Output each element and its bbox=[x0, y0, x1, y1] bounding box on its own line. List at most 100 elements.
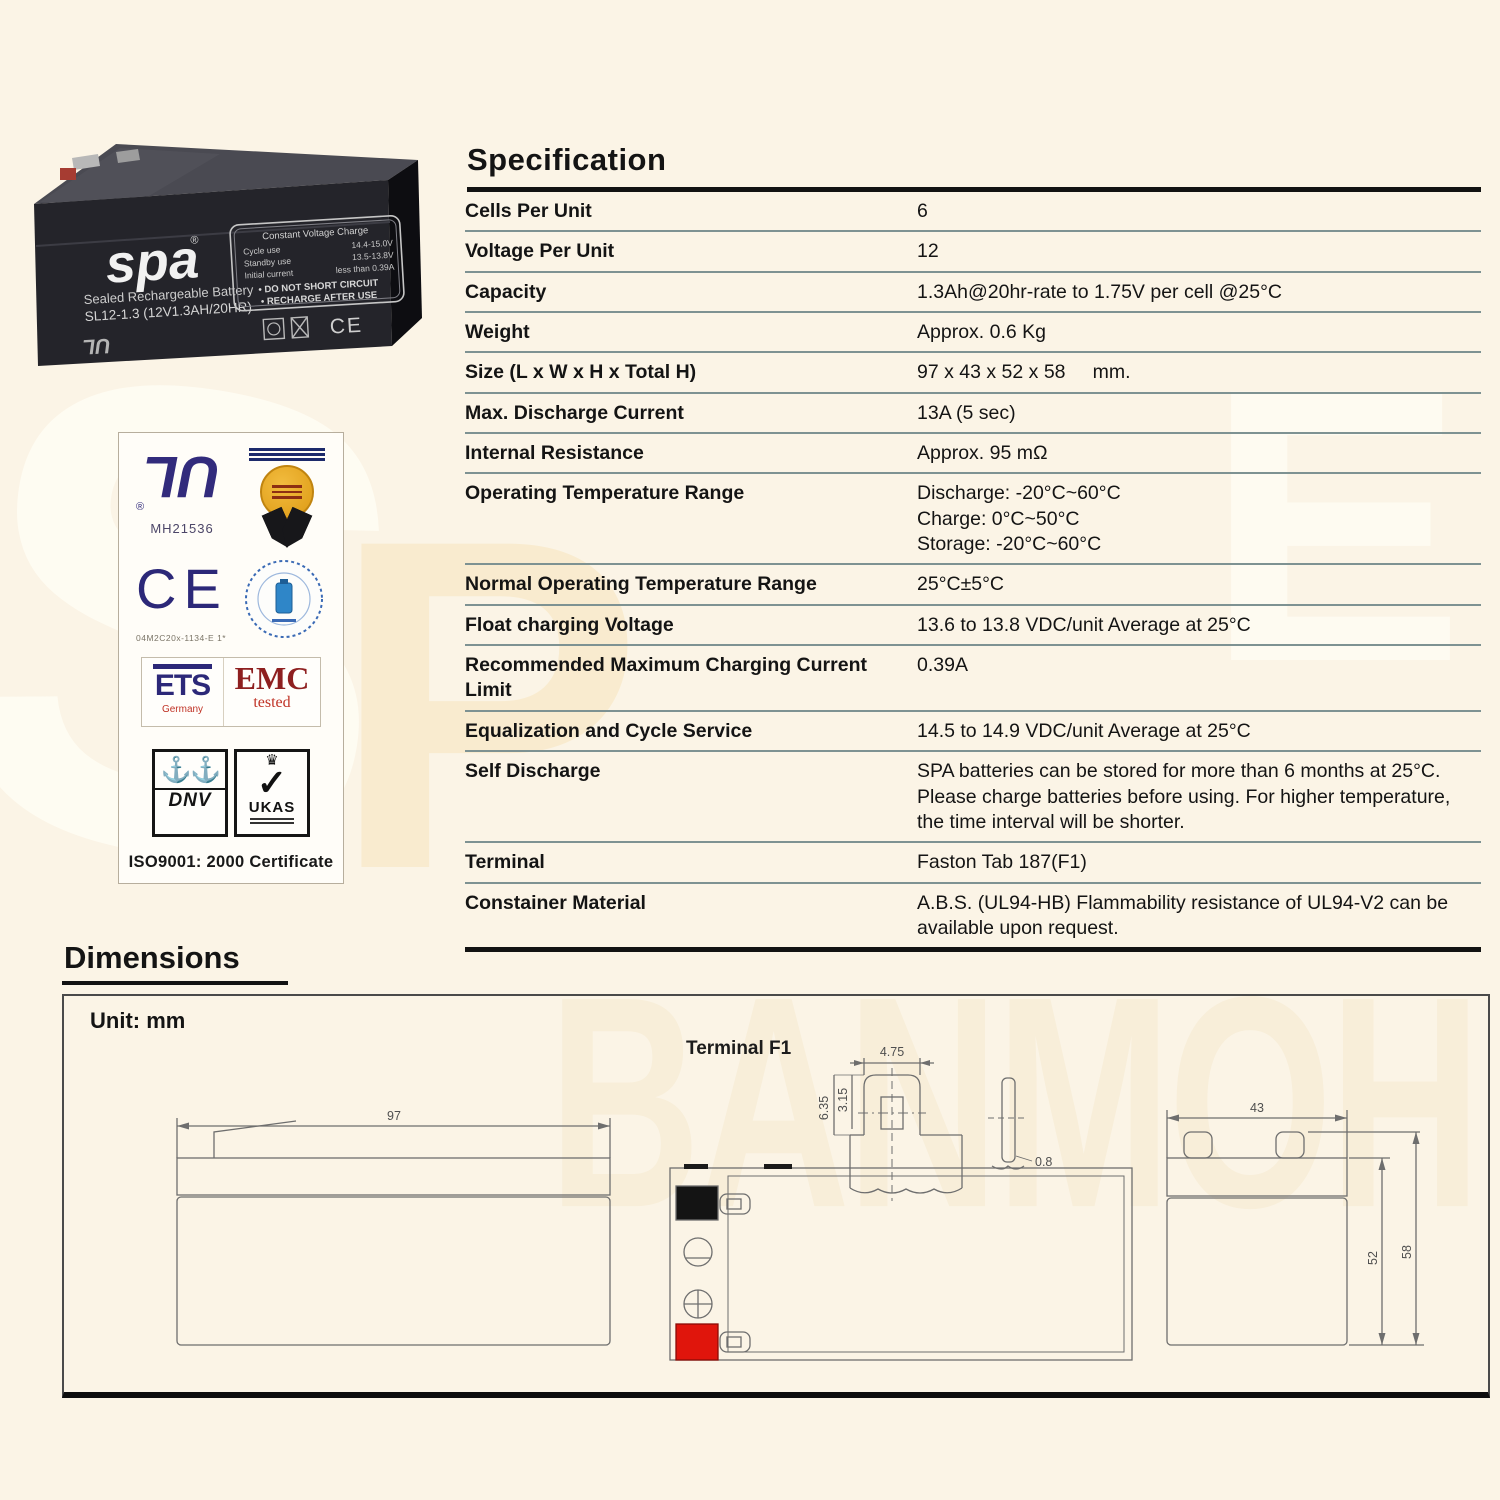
ets-country: Germany bbox=[161, 704, 204, 715]
side-terminal bbox=[1183, 1131, 1213, 1159]
label-row-key: Standby use bbox=[244, 256, 292, 269]
ukas-small-lines bbox=[250, 818, 294, 821]
dimensions-drawing: Terminal F1 97 43 52 58 4.75 6.35 3.15 0… bbox=[176, 1038, 1424, 1361]
dim-tab-height: 6.35 bbox=[817, 1096, 831, 1120]
battery-brand-logo: spa bbox=[104, 229, 200, 294]
spec-value: 14.5 to 14.9 VDC/unit Average at 25°C bbox=[917, 719, 1251, 742]
faston-tab-slot bbox=[726, 1336, 742, 1348]
arrow bbox=[854, 1060, 864, 1066]
dim-length: 97 bbox=[387, 1109, 401, 1123]
spec-label: Max. Discharge Current bbox=[465, 401, 684, 424]
spec-value: 0.39A bbox=[917, 654, 968, 677]
arrow bbox=[1378, 1333, 1386, 1345]
ul-mark-icon: UL bbox=[143, 444, 221, 509]
front-view-body bbox=[176, 1196, 611, 1346]
specification-table: Cells Per Unit 6 Voltage Per Unit 12 Cap… bbox=[465, 192, 1481, 953]
watermark-letter-p: P bbox=[330, 442, 644, 967]
arrow bbox=[1378, 1158, 1386, 1170]
unit-label: Unit: mm bbox=[90, 1008, 186, 1033]
vent-circle bbox=[683, 1237, 713, 1267]
spec-label: Self Discharge bbox=[465, 760, 601, 783]
watermark-letter-e: E bbox=[1205, 307, 1466, 743]
top-view-outline bbox=[669, 1167, 1133, 1361]
ukas-text: UKAS bbox=[248, 799, 296, 817]
spec-row-container-material: Constainer Material A.B.S. (UL94-HB) Fla… bbox=[465, 884, 1481, 953]
spec-label: Weight bbox=[465, 321, 530, 344]
battery-label-box bbox=[229, 214, 405, 312]
specification-title: Specification bbox=[467, 142, 1481, 192]
dimensions-box: Unit: mm bbox=[62, 994, 1490, 1398]
faston-tab-outline bbox=[719, 1331, 751, 1353]
spec-value: Approx. 95 mΩ bbox=[917, 442, 1048, 465]
terminal-side-outline bbox=[1001, 1077, 1016, 1163]
crossed-bin-icon bbox=[290, 316, 310, 339]
spec-value: 6 bbox=[917, 200, 928, 222]
spec-row-normal-operating-temperature: Normal Operating Temperature Range 25°C±… bbox=[465, 565, 1481, 606]
spec-row-operating-temperature: Operating Temperature Range Discharge: -… bbox=[465, 474, 1481, 566]
arrow bbox=[598, 1122, 610, 1130]
spec-value: SPA batteries can be stored for more tha… bbox=[917, 760, 1451, 833]
battery-terminal-tab-1 bbox=[72, 154, 100, 170]
ets-logo: ETS Germany bbox=[142, 658, 224, 726]
ukas-logo: ♛ ✓ UKAS bbox=[234, 749, 310, 837]
battery-terminal-red bbox=[60, 168, 76, 180]
ul-file-number: MH21536 bbox=[150, 521, 214, 536]
spec-label: Internal Resistance bbox=[465, 442, 644, 465]
anchor-icons: ⚓⚓ bbox=[160, 756, 221, 784]
battery-product-photo: spa ® Sealed Rechargeable Battery SL12-1… bbox=[20, 116, 430, 368]
emc-text: EMC bbox=[234, 660, 310, 696]
recycle-inner-ring bbox=[257, 572, 311, 626]
spec-label: Recommended Maximum Charging Current Lim… bbox=[465, 654, 867, 702]
gold-medal-icon bbox=[260, 465, 314, 519]
spec-value: Approx. 0.6 Kg bbox=[917, 321, 1046, 344]
battery-label-box-inner bbox=[233, 219, 401, 308]
battery-front-face bbox=[34, 180, 392, 366]
ul-reg-icon: ® bbox=[136, 501, 145, 513]
spec-row-weight: Weight Approx. 0.6 Kg bbox=[465, 313, 1481, 354]
label-row-val: 14.4-15.0V bbox=[351, 238, 393, 250]
arrow bbox=[177, 1122, 189, 1130]
terminal-side-break bbox=[991, 1165, 1025, 1170]
spec-row-recommended-max-charging: Recommended Maximum Charging Current Lim… bbox=[465, 646, 1481, 712]
arrow bbox=[1412, 1333, 1420, 1345]
crown-icon: ♛ bbox=[265, 752, 279, 769]
spec-row-terminal: Terminal Faston Tab 187(F1) bbox=[465, 843, 1481, 884]
battery-top-highlight bbox=[40, 148, 220, 206]
spec-row-self-discharge: Self Discharge SPA batteries can be stor… bbox=[465, 752, 1481, 844]
iso-certificate-text: ISO9001: 2000 Certificate bbox=[128, 853, 334, 871]
spec-value: 25°C±5°C bbox=[917, 573, 1004, 596]
emc-tested-logo: EMC tested bbox=[224, 658, 320, 726]
faston-tab-slot bbox=[726, 1198, 742, 1210]
dim-tab-thickness: 0.8 bbox=[1035, 1155, 1052, 1169]
spec-label: Cells Per Unit bbox=[465, 200, 592, 222]
marine-certification-logos: ⚓⚓ DNV ♛ ✓ UKAS bbox=[152, 749, 310, 837]
checkmark-icon: ✓ bbox=[256, 762, 288, 803]
side-terminal bbox=[1275, 1131, 1305, 1159]
ribbon-text-bar bbox=[249, 453, 325, 456]
spec-label: Equalization and Cycle Service bbox=[465, 719, 753, 742]
spec-row-cells-per-unit: Cells Per Unit 6 bbox=[465, 192, 1481, 233]
spec-value: 1.3Ah@20hr-rate to 1.75V per cell @25°C bbox=[917, 280, 1282, 303]
side-view-body bbox=[1166, 1197, 1348, 1346]
ets-text: ETS bbox=[152, 664, 213, 702]
spec-row-max-discharge-current: Max. Discharge Current 13A (5 sec) bbox=[465, 394, 1481, 435]
spec-value: 12 bbox=[917, 240, 939, 263]
arrow bbox=[1167, 1114, 1179, 1122]
label-row-key: Cycle use bbox=[243, 244, 281, 256]
label-row-key: Initial current bbox=[244, 268, 294, 281]
medal-text-line bbox=[272, 485, 302, 488]
front-view-lid bbox=[176, 1157, 611, 1196]
dim-height: 52 bbox=[1366, 1251, 1380, 1265]
arrow bbox=[920, 1060, 930, 1066]
positive-terminal bbox=[675, 1323, 719, 1361]
battery-brand-reg-icon: ® bbox=[190, 234, 199, 246]
spec-row-internal-resistance: Internal Resistance Approx. 95 mΩ bbox=[465, 434, 1481, 475]
medal-text-line bbox=[272, 496, 302, 499]
spec-row-voltage-per-unit: Voltage Per Unit 12 bbox=[465, 232, 1481, 273]
spec-value: 13A (5 sec) bbox=[917, 401, 1016, 424]
dim-total-height: 58 bbox=[1400, 1245, 1414, 1259]
battery-terminal-tab-2 bbox=[116, 149, 140, 163]
spec-label: Constainer Material bbox=[465, 891, 646, 914]
spec-label: Terminal bbox=[465, 851, 545, 874]
crossed-bin-line bbox=[291, 316, 308, 339]
